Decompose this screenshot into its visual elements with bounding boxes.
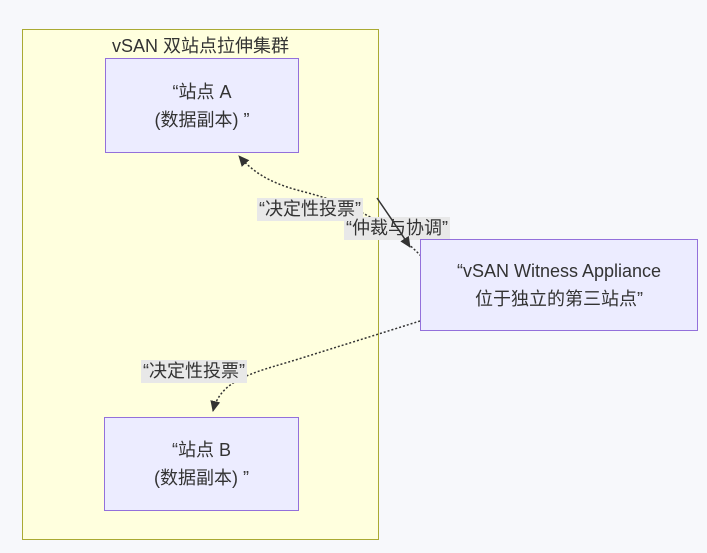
node-site-a: “站点 A (数据副本) ”	[105, 58, 299, 153]
node-site-a-line2: (数据副本) ”	[154, 109, 250, 130]
node-witness-line1: “vSAN Witness Appliance	[456, 261, 662, 281]
node-site-b: “站点 B (数据副本) ”	[104, 417, 299, 511]
node-site-b-line2: (数据副本) ”	[154, 468, 249, 488]
edge-label-deciding-vote-b: “决定性投票”	[141, 360, 247, 383]
node-witness-line2: 位于独立的第三站点”	[475, 289, 643, 309]
node-witness-appliance: “vSAN Witness Appliance 位于独立的第三站点”	[420, 239, 698, 331]
cluster-title: vSAN 双站点拉伸集群	[111, 36, 289, 56]
edge-label-arbitration-coordination: “仲裁与协调”	[344, 217, 450, 240]
node-site-a-line1: “站点 A	[172, 81, 232, 102]
node-site-b-line1: “站点 B	[171, 440, 231, 460]
edge-label-deciding-vote-a: “决定性投票”	[257, 198, 363, 221]
